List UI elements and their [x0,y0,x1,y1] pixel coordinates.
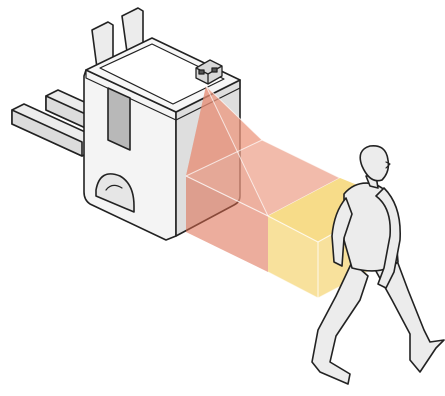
person-head [360,146,388,181]
forklift-front-panel [108,88,130,150]
